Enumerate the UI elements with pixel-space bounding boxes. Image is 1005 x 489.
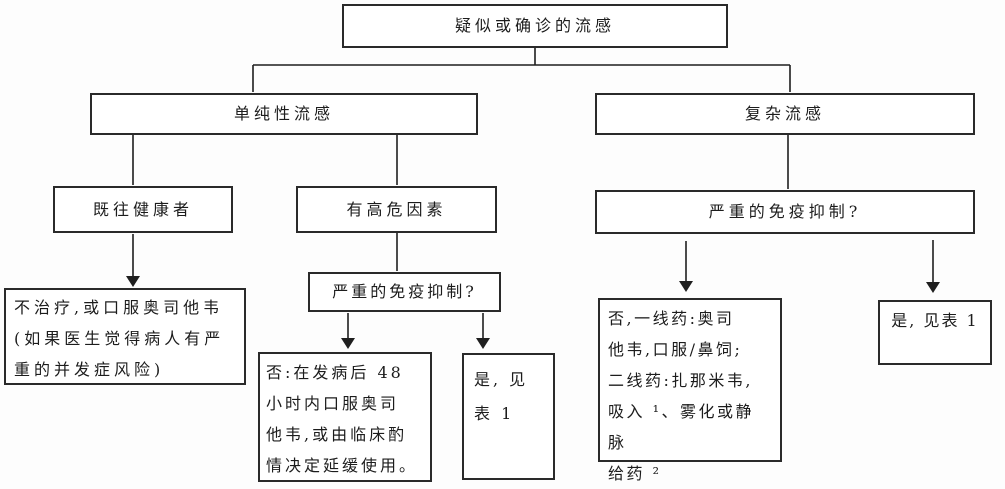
node-yes-see-table1-mid: 是, 见 表 1 bbox=[462, 353, 555, 480]
node-high-risk-factors: 有高危因素 bbox=[296, 186, 497, 233]
node-previously-healthy: 既往健康者 bbox=[53, 186, 233, 233]
node-no-treatment-or-oseltamivir: 不治疗,或口服奥司他韦 (如果医生觉得病人有严 重的并发症风险) bbox=[4, 288, 246, 385]
node-suspected-or-confirmed-flu: 疑似或确诊的流感 bbox=[342, 4, 728, 48]
node-severe-immunosuppression-mid: 严重的免疫抑制? bbox=[308, 272, 501, 312]
edge-root-to-branches bbox=[252, 48, 791, 92]
arrowhead-to-first-line bbox=[679, 281, 693, 292]
node-yes-see-table1-right: 是, 见表 1 bbox=[878, 300, 992, 365]
arrowhead-to-no-48h bbox=[341, 338, 355, 349]
node-no-oseltamivir-within-48h: 否:在发病后 48 小时内口服奥司 他韦,或由临床酌 情决定延缓使用。 bbox=[258, 352, 432, 482]
arrowhead-to-yes-table1-right bbox=[926, 282, 940, 293]
node-uncomplicated-flu: 单纯性流感 bbox=[90, 93, 478, 135]
node-severe-immunosuppression-right: 严重的免疫抑制? bbox=[595, 190, 975, 234]
node-complicated-flu: 复杂流感 bbox=[595, 93, 975, 135]
node-no-first-line-drugs: 否,一线药:奥司 他韦,口服/鼻饲; 二线药:扎那米韦, 吸入 ¹、雾化或静脉 … bbox=[598, 298, 782, 483]
arrowhead-to-no-treatment bbox=[126, 276, 140, 287]
arrowhead-to-yes-table1-mid bbox=[476, 338, 490, 349]
